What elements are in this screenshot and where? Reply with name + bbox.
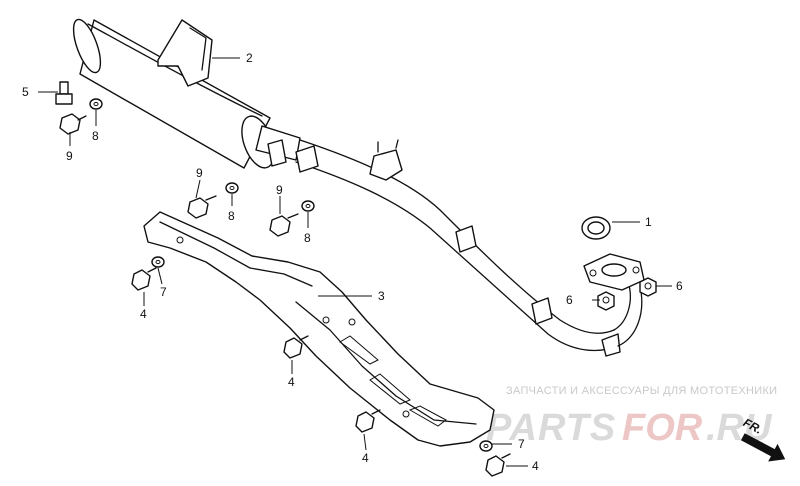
washer-8b bbox=[225, 182, 239, 194]
bolt-5 bbox=[55, 81, 73, 105]
gasket bbox=[581, 216, 611, 240]
watermark-logo: PARTS FOR .RU bbox=[486, 407, 773, 449]
callout-6b: 6 bbox=[676, 279, 683, 293]
bolt-9b bbox=[187, 195, 217, 219]
callout-labels: 2 1 3 5 9 8 9 8 9 8 7 4 4 4 6 6 7 4 bbox=[22, 51, 683, 473]
bolt-4a bbox=[131, 267, 157, 291]
callout-6a: 6 bbox=[566, 293, 573, 307]
bolt-4b bbox=[283, 335, 309, 359]
callout-8a: 8 bbox=[92, 129, 99, 143]
svg-text:PARTS: PARTS bbox=[486, 407, 616, 449]
callout-9a: 9 bbox=[66, 149, 73, 163]
callout-7a: 7 bbox=[160, 285, 167, 299]
callout-3: 3 bbox=[378, 289, 385, 303]
bolt-4d bbox=[485, 453, 511, 477]
nut-left bbox=[597, 291, 615, 311]
callout-8b: 8 bbox=[228, 209, 235, 223]
bolt-9c bbox=[269, 213, 299, 237]
callout-4b: 4 bbox=[288, 375, 295, 389]
washer-7b bbox=[479, 440, 493, 452]
callout-4c: 4 bbox=[362, 451, 369, 465]
nut-right bbox=[639, 277, 657, 297]
callout-8c: 8 bbox=[304, 231, 311, 245]
callout-1: 1 bbox=[645, 215, 652, 229]
bolt-9a bbox=[59, 113, 87, 135]
heat-protector bbox=[143, 211, 495, 447]
callout-2: 2 bbox=[246, 51, 253, 65]
exhaust-pipe bbox=[295, 139, 645, 357]
muffler bbox=[72, 18, 301, 169]
svg-text:FOR: FOR bbox=[622, 407, 703, 449]
callout-7b: 7 bbox=[518, 437, 525, 451]
leader-lines bbox=[38, 57, 672, 467]
washer-8c bbox=[301, 200, 315, 212]
callout-4d: 4 bbox=[532, 459, 539, 473]
callout-4a: 4 bbox=[140, 307, 147, 321]
washer-8a bbox=[89, 98, 103, 110]
svg-text:.RU: .RU bbox=[706, 407, 773, 449]
callout-5: 5 bbox=[22, 85, 29, 99]
callout-9c: 9 bbox=[276, 183, 283, 197]
washer-7a bbox=[151, 256, 165, 268]
callout-9b: 9 bbox=[196, 166, 203, 180]
watermark-subtitle: ЗАПЧАСТИ И АКСЕССУАРЫ ДЛЯ МОТОТЕХНИКИ bbox=[506, 385, 778, 397]
bolt-4c bbox=[355, 409, 381, 433]
